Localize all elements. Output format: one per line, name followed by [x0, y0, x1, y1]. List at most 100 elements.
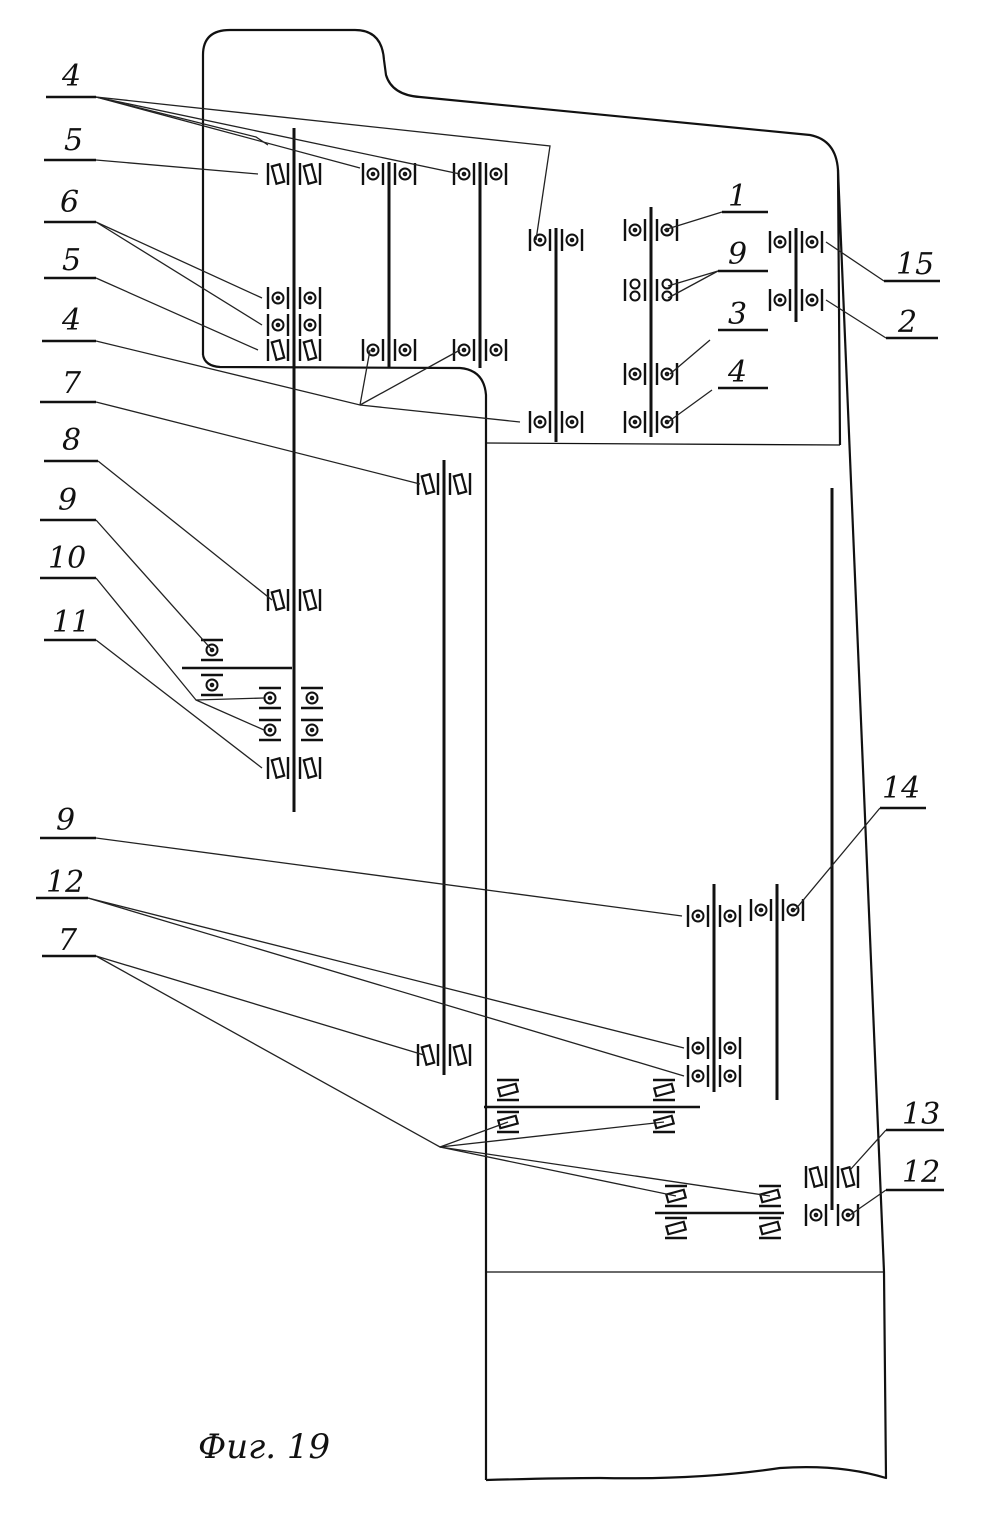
roller-element — [652, 1082, 676, 1098]
bearing-symbol — [484, 163, 508, 185]
leader-line — [95, 955, 509, 1148]
ball-center — [402, 347, 408, 353]
roller-element — [302, 338, 318, 362]
ball-element — [628, 415, 642, 429]
housing-partition-upper — [485, 442, 841, 446]
bearing-symbol — [301, 718, 323, 742]
ball-center — [790, 907, 796, 913]
leader-line — [439, 1146, 771, 1197]
bearing-symbol — [266, 287, 290, 309]
bearing-symbol — [393, 339, 417, 361]
bearing-symbol — [528, 411, 552, 433]
label-15: 15 — [896, 247, 934, 282]
ball-element — [303, 291, 317, 305]
bearing-symbol — [623, 219, 647, 241]
ball-element — [691, 1069, 705, 1083]
bearing-symbol — [800, 231, 824, 253]
ball-center — [209, 682, 215, 688]
ball-center — [461, 171, 467, 177]
roller-element — [270, 756, 286, 780]
leader-line — [794, 807, 881, 911]
bearing-symbol — [758, 1216, 782, 1240]
roller-element — [420, 1043, 436, 1067]
housing-upper-section — [201, 28, 842, 446]
label-4-mid: 4 — [61, 303, 81, 338]
ball-element — [628, 223, 642, 237]
bearing-symbol — [836, 1165, 860, 1189]
bearing-symbol — [266, 162, 290, 186]
ball-center — [402, 171, 408, 177]
leader-line — [439, 1121, 665, 1148]
leader-line — [87, 897, 685, 1077]
roller-element — [840, 1165, 856, 1189]
label-12-low: 12 — [46, 865, 84, 900]
ball-center — [777, 297, 783, 303]
ball-element — [533, 233, 547, 247]
ball-element — [754, 903, 768, 917]
roller-element — [664, 1220, 688, 1236]
ball-element — [457, 167, 471, 181]
housing-bottom-break — [485, 1271, 888, 1482]
roller-element — [808, 1165, 824, 1189]
leader-line — [195, 699, 265, 731]
bearing-symbol — [560, 411, 584, 433]
ball-element — [660, 415, 674, 429]
ball-center — [632, 419, 638, 425]
leader-line — [667, 389, 713, 423]
housing-outline — [201, 28, 888, 1482]
bearing-symbol — [652, 1078, 676, 1102]
bearing-symbol — [298, 756, 322, 780]
bearing-symbol — [655, 363, 679, 385]
bearing-symbol — [623, 411, 647, 433]
ball-center — [695, 1045, 701, 1051]
ball-element — [205, 678, 219, 692]
ball-center — [809, 239, 815, 245]
leader-line — [95, 340, 371, 406]
roller-element — [496, 1114, 520, 1130]
ball-element — [565, 415, 579, 429]
ball-element — [489, 343, 503, 357]
ball-center — [307, 295, 313, 301]
roller-element — [758, 1188, 782, 1204]
leader-line — [849, 1189, 887, 1216]
leader-line — [97, 460, 273, 601]
ball-element — [786, 903, 800, 917]
ball-center — [493, 171, 499, 177]
bearing-symbol — [781, 899, 805, 921]
roller-element — [758, 1220, 782, 1236]
ball-element — [366, 167, 380, 181]
label-7-top: 7 — [62, 366, 82, 401]
leader-lines — [36, 95, 944, 1216]
ball-center — [309, 727, 315, 733]
ball-center — [727, 913, 733, 919]
bearing-symbol — [623, 363, 647, 385]
bearing-symbol — [448, 472, 472, 496]
roller-element — [452, 1043, 468, 1067]
roller-element — [302, 588, 318, 612]
label-5-top: 5 — [64, 123, 83, 158]
bearing-symbol — [298, 162, 322, 186]
ball-center — [569, 419, 575, 425]
bearing-symbol — [800, 289, 824, 311]
label-9-right: 9 — [728, 237, 747, 272]
ball-element — [271, 291, 285, 305]
ball-element — [398, 343, 412, 357]
roller-element — [420, 472, 436, 496]
ball-element — [533, 415, 547, 429]
ball-center — [267, 695, 273, 701]
ball-element — [457, 343, 471, 357]
ball-center — [493, 347, 499, 353]
leader-line — [95, 837, 683, 917]
label-12-right: 12 — [902, 1155, 940, 1190]
leader-line — [439, 1146, 677, 1197]
ball-center — [695, 913, 701, 919]
ball-element — [366, 343, 380, 357]
bearing-symbol — [496, 1110, 520, 1134]
ball-element — [661, 278, 673, 290]
ball-element — [723, 1069, 737, 1083]
leader-line — [95, 221, 263, 299]
ball-element — [723, 909, 737, 923]
ball-center — [461, 347, 467, 353]
bearing-symbol — [416, 472, 440, 496]
